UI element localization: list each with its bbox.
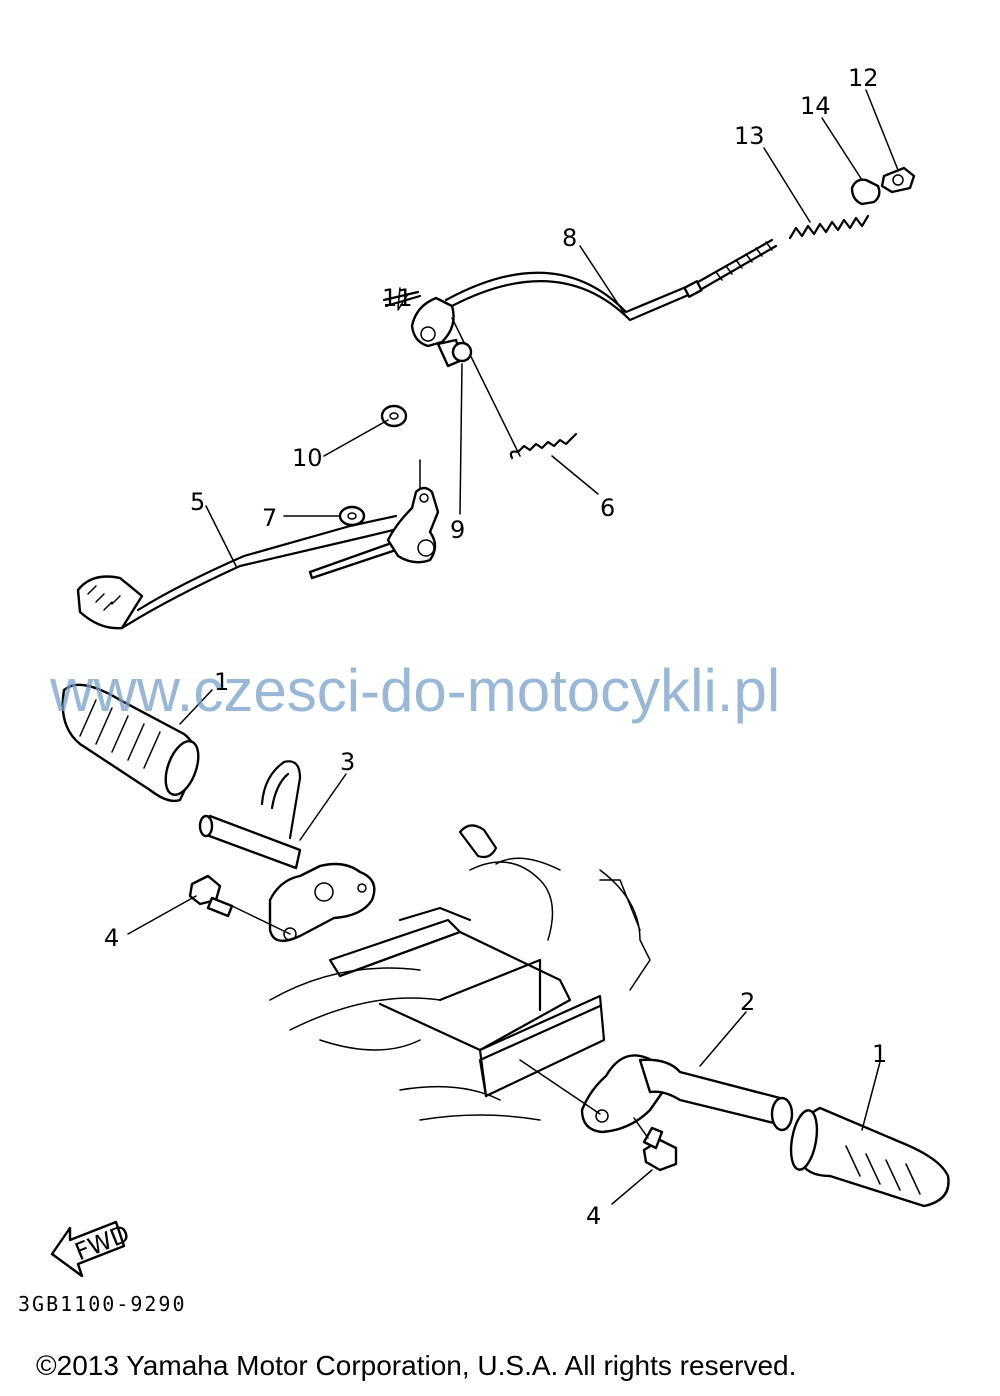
callout-11: 11 xyxy=(382,284,413,312)
callout-4-left: 4 xyxy=(104,924,119,952)
callout-1-upper: 1 xyxy=(214,668,229,696)
part-1-footrest-right xyxy=(789,1106,950,1208)
part-4-bolt-right xyxy=(642,1126,678,1172)
part-13-spring xyxy=(788,214,870,240)
callout-5: 5 xyxy=(190,488,205,516)
part-2-footrest-bracket-right xyxy=(580,1054,794,1134)
part-8-brake-rod xyxy=(444,238,778,322)
callout-12: 12 xyxy=(848,64,879,92)
part-10-washer xyxy=(380,404,408,428)
callout-4-right: 4 xyxy=(586,1202,601,1230)
callout-14: 14 xyxy=(800,92,831,120)
rod-end-pivot xyxy=(410,296,455,348)
frame-section xyxy=(269,824,651,1121)
callout-3: 3 xyxy=(340,748,355,776)
callout-6: 6 xyxy=(600,494,615,522)
fwd-arrow-icon: FWD xyxy=(50,1219,133,1278)
part-1-footrest-left xyxy=(61,683,200,803)
leader-lines xyxy=(127,89,899,1205)
part-4-bolt-left xyxy=(188,874,234,918)
part-14-joint xyxy=(850,178,881,206)
callout-9: 9 xyxy=(450,516,465,544)
diagram-code: 3GB1100-9290 xyxy=(18,1292,187,1316)
part-7-washer xyxy=(338,505,366,527)
callout-1-lower: 1 xyxy=(872,1040,887,1068)
callout-8: 8 xyxy=(562,224,577,252)
callout-10: 10 xyxy=(292,444,323,472)
part-6-return-spring xyxy=(451,317,578,460)
copyright-notice: ©2013 Yamaha Motor Corporation, U.S.A. A… xyxy=(36,1350,797,1381)
callout-7: 7 xyxy=(262,504,277,532)
watermark-text: www.czesci-do-motocykli.pl xyxy=(50,657,781,724)
callout-2: 2 xyxy=(740,988,755,1016)
part-3-footrest-bracket-left xyxy=(198,760,376,942)
part-9-pin xyxy=(436,338,473,368)
part-12-adjust-nut xyxy=(880,166,916,194)
callout-13: 13 xyxy=(734,122,765,150)
part-5-brake-pedal xyxy=(76,486,440,630)
